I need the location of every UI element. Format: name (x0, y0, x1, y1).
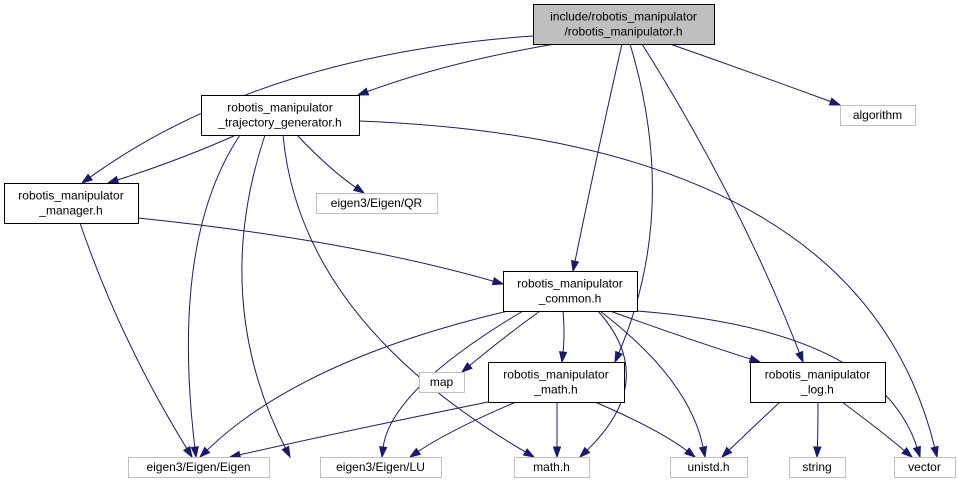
node-label: robotis_manipulator (227, 101, 332, 115)
node-label: _trajectory_generator.h (217, 116, 341, 130)
node-label: _common.h (538, 292, 602, 306)
edge-main-to-logh (641, 43, 804, 364)
edge-main-to-manager (80, 35, 534, 184)
node-label: unistd.h (687, 460, 729, 474)
edge-mathh-to-lu (408, 401, 517, 458)
edge-manager-to-eigen (79, 222, 193, 459)
edge-common-to-math (578, 310, 627, 459)
node-string: string (789, 457, 846, 478)
node-math: math.h (514, 457, 590, 478)
edge-common-to-map (460, 310, 541, 373)
edge-traj-to-vector (358, 120, 939, 459)
node-label: robotis_manipulator (18, 189, 123, 203)
node-label: robotis_manipulator (517, 277, 622, 291)
node-label: _math.h (533, 383, 577, 397)
node-mathh[interactable]: robotis_manipulator_math.h (488, 362, 625, 403)
node-traj[interactable]: robotis_manipulator_trajectory_generator… (201, 95, 360, 136)
node-eigen: eigen3/Eigen/Eigen (128, 457, 270, 478)
node-label: robotis_manipulator (765, 368, 870, 382)
edge-logh-to-string (813, 401, 822, 459)
nodes-layer: include/robotis_manipulator/robotis_mani… (4, 4, 956, 478)
node-label: robotis_manipulator (503, 368, 608, 382)
node-main[interactable]: include/robotis_manipulator/robotis_mani… (533, 4, 715, 45)
edge-main-to-algorithm (669, 43, 842, 106)
node-label: eigen3/Eigen/Eigen (146, 460, 250, 474)
node-map: map (419, 372, 465, 393)
node-algorithm: algorithm (840, 105, 916, 126)
node-unistd: unistd.h (670, 457, 748, 478)
node-label: algorithm (853, 108, 902, 122)
edge-traj-to-math (282, 134, 536, 458)
node-qr: eigen3/Eigen/QR (316, 193, 438, 214)
node-lu: eigen3/Eigen/LU (320, 457, 442, 478)
edge-logh-to-unistd (720, 401, 781, 459)
node-label: string (802, 460, 831, 474)
edge-main-to-mathh (614, 43, 653, 364)
node-label: math.h (533, 460, 570, 474)
edge-logh-to-vector (841, 401, 914, 458)
edge-main-to-common (571, 43, 623, 273)
node-label: eigen3/Eigen/LU (336, 460, 425, 474)
node-manager[interactable]: robotis_manipulator_manager.h (4, 183, 139, 224)
edge-traj-to-eigen (187, 134, 241, 459)
edge-manager-to-common (137, 217, 505, 286)
edge-mathh-to-unistd (594, 401, 697, 458)
node-vector: vector (894, 457, 956, 478)
edge-traj-to-qr (296, 134, 366, 194)
node-logh[interactable]: robotis_manipulator_log.h (750, 362, 886, 403)
node-label: _manager.h (38, 204, 102, 218)
edge-traj-to-manager (106, 134, 237, 184)
edge-main-to-traj (356, 43, 556, 96)
edge-mathh-to-math (552, 401, 562, 459)
edge-common-to-unistd (599, 310, 708, 459)
edge-common-to-vector (636, 310, 921, 459)
edge-common-to-mathh (558, 310, 568, 364)
node-label: vector (908, 460, 941, 474)
node-label: _log.h (800, 383, 834, 397)
edge-traj-to-lu (241, 134, 291, 459)
node-label: map (430, 375, 454, 389)
node-label: eigen3/Eigen/QR (331, 196, 423, 210)
edge-common-to-eigen (198, 310, 509, 459)
edge-common-to-logh (609, 310, 762, 363)
node-label: /robotis_manipulator.h (564, 25, 682, 39)
node-label: include/robotis_manipulator (550, 10, 697, 24)
node-common[interactable]: robotis_manipulator_common.h (503, 271, 638, 312)
